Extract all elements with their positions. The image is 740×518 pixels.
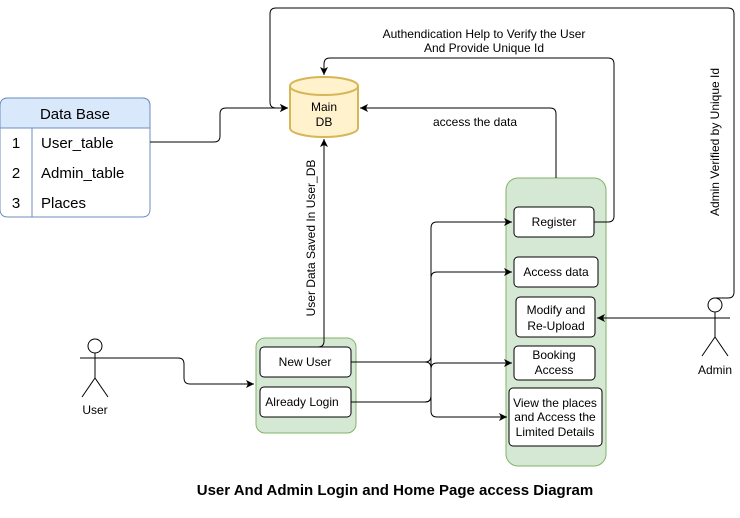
admin-actor-label: Admin [698,363,732,377]
main-db-cylinder: Main DB [289,76,359,138]
already-login-label: Already Login [265,395,338,409]
booking-label: Booking [532,348,575,362]
user-data-saved-label: User Data Saved In User_DB [304,160,318,317]
new-user-label: New User [279,355,332,369]
auth-edge-label: Authendication Help to Verify the User [383,27,586,41]
database-row-name: User_table [41,135,114,152]
user-actor-label: User [82,403,107,417]
modify-reupload-box[interactable]: Modify and Re-Upload [515,296,596,338]
view-places-label: Limited Details [516,425,595,439]
booking-label: Access [535,363,574,377]
auth-edge-label: And Provide Unique Id [424,41,544,55]
database-row-name: Admin_table [41,165,124,182]
access-data-edge-label: access the data [433,115,517,129]
database-row-name: Places [41,195,86,212]
admin-label-bg [707,60,723,220]
user-actor [80,338,110,398]
view-places-label: and Access the [514,410,596,424]
edge-table-to-maindb [150,104,288,143]
diagram-caption: User And Admin Login and Home Page acces… [197,482,594,499]
view-places-label: View the places [513,396,597,410]
modify-label: Re-Upload [527,319,584,333]
database-table: Data Base 1 User_table 2 Admin_table 3 P… [0,97,151,218]
booking-access-box[interactable]: Booking Access [513,345,596,381]
database-table-title: Data Base [40,106,110,123]
database-row-number: 1 [12,135,20,152]
register-label: Register [532,215,577,229]
edge-register-to-maindb [320,57,615,223]
admin-actor [700,297,730,357]
edge-admin-to-maindb [269,7,735,299]
access-data-label: Access data [523,265,589,279]
admin-verified-label: Admin Verified by Unique Id [708,68,722,216]
edge-home-to-maindb [360,104,557,178]
edge-user-to-login [110,357,254,388]
edge-newuser-to-view-places [351,361,507,421]
main-db-label: DB [316,115,333,129]
modify-label: Modify and [527,303,586,317]
auth-label-bg [378,27,592,55]
register-box[interactable]: Register [513,206,595,238]
edge-newuser-to-maindb [305,139,328,348]
new-user-box[interactable]: New User [259,346,352,378]
database-table-header [0,97,151,129]
database-row-number: 2 [12,165,20,182]
main-db-label: Main [311,100,337,114]
user-data-label-bg [303,148,319,318]
access-data-box[interactable]: Access data [513,256,599,288]
view-places-box[interactable]: View the places and Access the Limited D… [508,387,603,447]
already-login-box[interactable]: Already Login [259,386,352,418]
database-row-number: 3 [12,195,20,212]
